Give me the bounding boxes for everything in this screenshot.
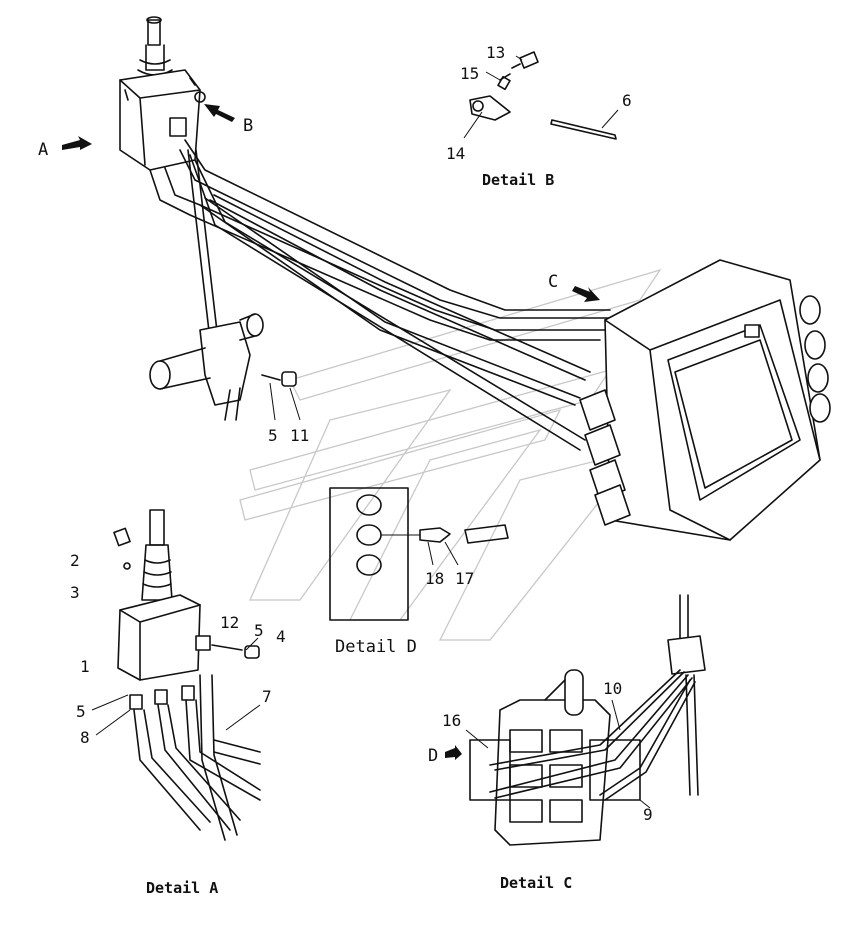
main-assembly [119,16,831,541]
caption-detail-d: Detail D [335,637,417,657]
callout-1: 1 [80,657,90,676]
detail-c-parts [445,594,706,846]
view-marker-labels: A B C D [38,116,558,766]
callout-16: 16 [442,711,461,730]
callout-17: 17 [455,569,474,588]
detail-a-parts [91,509,261,841]
callout-5-detail-a-left: 5 [76,702,86,721]
detail-captions: Detail B Detail D Detail A Detail C [146,171,572,897]
callout-18: 18 [425,569,444,588]
callout-12: 12 [220,613,239,632]
caption-detail-b: Detail B [482,171,554,189]
view-marker-a: A [38,140,48,160]
view-arrows [62,104,600,302]
callout-4: 4 [276,627,286,646]
caption-detail-a: Detail A [146,879,218,897]
callout-7: 7 [262,687,272,706]
callout-labels: 13 15 14 6 5 11 2 3 1 12 5 4 5 8 7 18 17… [70,43,653,824]
callout-3: 3 [70,583,80,602]
callout-10: 10 [603,679,622,698]
view-marker-c: C [548,272,558,292]
callout-13: 13 [486,43,505,62]
view-marker-b: B [243,116,253,136]
detail-b-parts [463,51,619,140]
callout-11: 11 [290,426,309,445]
view-marker-d: D [428,746,438,766]
callout-9: 9 [643,805,653,824]
callout-5-detail-a-right: 5 [254,621,264,640]
callout-6: 6 [622,91,632,110]
callout-5-main: 5 [268,426,278,445]
callout-2: 2 [70,551,80,570]
callout-15: 15 [460,64,479,83]
callout-8: 8 [80,728,90,747]
caption-detail-c: Detail C [500,874,572,892]
callout-14: 14 [446,144,465,163]
detail-d-parts [329,487,509,621]
